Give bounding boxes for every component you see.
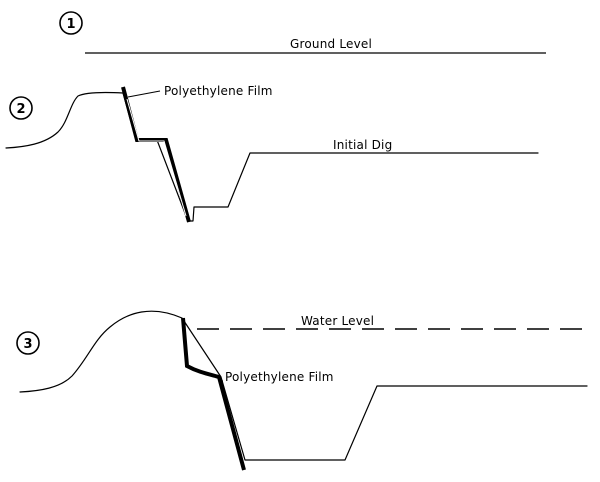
stage-2-marker: 2: [9, 96, 33, 120]
initial-dig-label: Initial Dig: [333, 138, 392, 152]
ground-level-label: Ground Level: [290, 37, 372, 51]
stage-2-number: 2: [16, 102, 25, 117]
stage-3-number: 3: [23, 337, 32, 352]
stage-1: 1 Ground Level: [59, 11, 546, 54]
stage-1-marker: 1: [59, 11, 83, 35]
polyethylene-film-label-bottom: Polyethylene Film: [225, 370, 334, 384]
stage-3-polyethylene-film: [181, 317, 246, 471]
stage-2: 2 Polyethylene Film Initial Dig: [5, 84, 539, 223]
stage-3-circle: [16, 331, 40, 355]
stage-2-film-leader: [127, 90, 161, 98]
polyethylene-film-label-top: Polyethylene Film: [164, 84, 273, 98]
stage-1-number: 1: [66, 17, 75, 32]
stage-2-ground-profile: [5, 91, 539, 222]
stage-3-ground-profile: [19, 310, 588, 461]
water-level-label: Water Level: [301, 314, 374, 328]
stage-3-marker: 3: [16, 331, 40, 355]
stage-3: 3 Water Level Polyethylene Film: [16, 310, 588, 471]
stage-2-circle: [9, 96, 33, 120]
stage-2-film-highlight: [126, 98, 187, 217]
stage-1-circle: [59, 11, 83, 35]
stage-2-polyethylene-film: [121, 86, 191, 223]
